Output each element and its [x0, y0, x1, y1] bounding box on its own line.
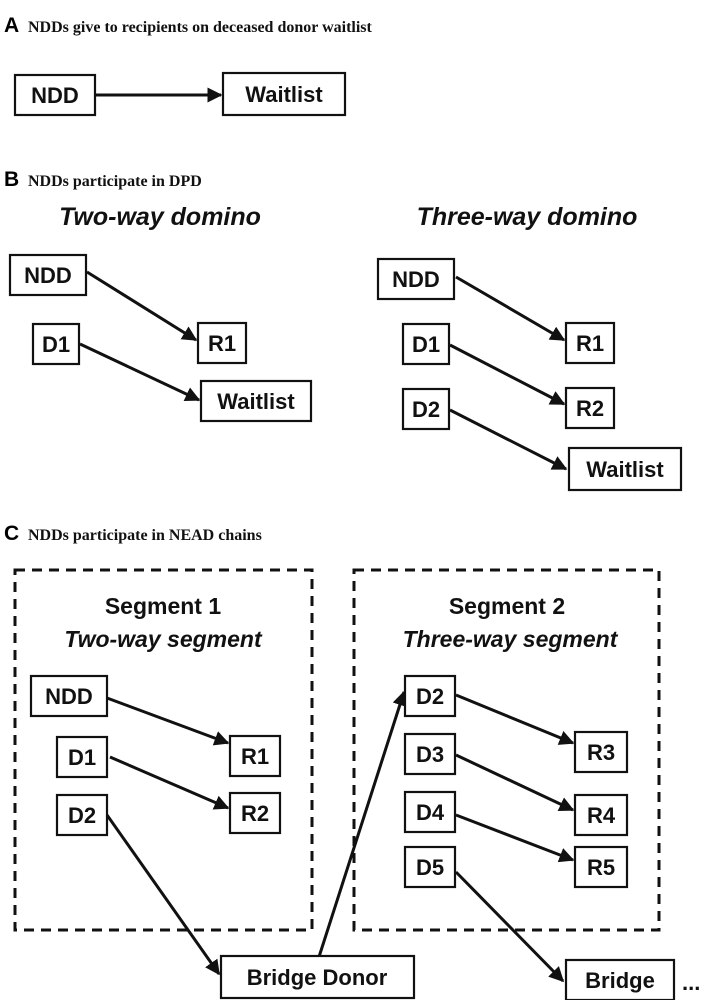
node-c1-r2: R2 — [228, 791, 282, 835]
svg-text:NDD: NDD — [31, 83, 79, 108]
arrow-d3-to-r4 — [455, 753, 575, 812]
svg-text:D2: D2 — [412, 397, 440, 422]
chain-continues-ellipsis: ... — [682, 970, 700, 995]
arrow-d2-to-waitlist — [449, 408, 568, 471]
svg-text:D2: D2 — [68, 803, 96, 828]
arrow-ndd-to-r1 — [86, 270, 198, 342]
node-c1-d1: D1 — [55, 735, 109, 779]
node-b2-d1: D1 — [31, 322, 81, 366]
svg-text:D1: D1 — [68, 745, 96, 770]
node-c2-r5: R5 — [573, 845, 629, 889]
svg-text:R3: R3 — [587, 740, 615, 765]
node-b2-waitlist: Waitlist — [199, 379, 313, 423]
two-way-domino: Two-way domino NDD D1 R1 Waitlist — [8, 203, 313, 423]
segment-1-subtitle: Two-way segment — [64, 626, 263, 652]
node-b3-r2: R2 — [564, 386, 616, 430]
panel-a-title: NDDs give to recipients on deceased dono… — [28, 19, 373, 36]
arrow-bridge-donor-to-d2 — [316, 690, 408, 961]
svg-text:R2: R2 — [576, 396, 604, 421]
node-c2-d2: D2 — [403, 674, 457, 718]
svg-text:R2: R2 — [241, 801, 269, 826]
svg-text:D1: D1 — [412, 332, 440, 357]
arrow-d2-to-r3 — [455, 693, 575, 745]
arrow-d4-to-r5 — [455, 813, 575, 863]
segment-2-box — [352, 568, 661, 932]
svg-text:Waitlist: Waitlist — [586, 457, 664, 482]
node-c2-r4: R4 — [573, 793, 629, 837]
panel-b-letter: B — [4, 168, 19, 191]
svg-text:D1: D1 — [42, 332, 70, 357]
svg-text:D2: D2 — [416, 684, 444, 709]
node-b3-ndd: NDD — [376, 257, 456, 301]
arrow-ndd-to-r1-three — [455, 275, 566, 342]
node-a-waitlist: Waitlist — [221, 71, 347, 117]
node-b3-r1: R1 — [564, 321, 616, 365]
svg-text:R1: R1 — [208, 331, 236, 356]
segment-2: Segment 2 Three-way segment — [352, 568, 661, 932]
svg-text:NDD: NDD — [392, 267, 440, 292]
svg-text:Waitlist: Waitlist — [217, 389, 295, 414]
svg-text:Waitlist: Waitlist — [245, 82, 323, 107]
svg-text:D4: D4 — [416, 800, 445, 825]
arrow-ndd-to-r1-seg1 — [106, 696, 230, 746]
segment-1-box — [13, 568, 314, 932]
segment-1: Segment 1 Two-way segment — [13, 568, 314, 932]
svg-text:Bridge: Bridge — [585, 968, 655, 993]
three-way-heading: Three-way domino — [417, 203, 638, 231]
node-a-ndd: NDD — [13, 73, 97, 117]
svg-text:NDD: NDD — [45, 684, 93, 709]
panel-b-title: NDDs participate in DPD — [28, 173, 202, 190]
arrow-d1-to-waitlist — [79, 342, 201, 402]
node-bridge: Bridge — [564, 958, 676, 1000]
node-c2-r3: R3 — [573, 730, 629, 774]
svg-text:NDD: NDD — [24, 263, 72, 288]
node-b3-waitlist: Waitlist — [567, 446, 683, 492]
panel-c-letter: C — [4, 522, 19, 545]
node-c2-d4: D4 — [403, 790, 457, 834]
svg-text:D5: D5 — [416, 855, 444, 880]
two-way-heading: Two-way domino — [59, 203, 261, 231]
node-c2-d5: D5 — [403, 845, 457, 889]
svg-text:R1: R1 — [241, 744, 269, 769]
node-c1-d2: D2 — [55, 793, 109, 837]
svg-text:D3: D3 — [416, 742, 444, 767]
three-way-domino: Three-way domino NDD D1 D2 R1 — [376, 203, 683, 492]
panel-a: A NDDs give to recipients on deceased do… — [4, 14, 373, 117]
arrow-d5-to-bridge — [454, 870, 565, 983]
svg-text:R4: R4 — [587, 803, 616, 828]
node-bridge-donor: Bridge Donor — [219, 954, 416, 1000]
node-b2-r1: R1 — [196, 321, 248, 365]
svg-text:Bridge Donor: Bridge Donor — [247, 965, 388, 990]
panel-b: B NDDs participate in DPD Two-way domino… — [4, 168, 683, 492]
arrow-d1-to-r2 — [449, 343, 566, 406]
panel-c-title: NDDs participate in NEAD chains — [28, 527, 262, 544]
segment-2-subtitle: Three-way segment — [403, 626, 619, 652]
node-c2-d3: D3 — [403, 732, 457, 776]
arrow-d2-to-bridge-donor — [105, 814, 221, 976]
panel-a-letter: A — [4, 14, 19, 37]
node-c1-r1: R1 — [228, 734, 282, 778]
node-b2-ndd: NDD — [8, 253, 88, 297]
arrow-d1-to-r2-seg1 — [109, 755, 230, 810]
node-b3-d1: D1 — [401, 322, 451, 366]
svg-text:R5: R5 — [587, 855, 615, 880]
svg-text:R1: R1 — [576, 331, 604, 356]
node-b3-d2: D2 — [401, 387, 451, 431]
panel-c: C NDDs participate in NEAD chains Segmen… — [4, 522, 700, 1000]
segment-2-title: Segment 2 — [449, 593, 565, 619]
segment-1-title: Segment 1 — [105, 593, 222, 619]
node-c1-ndd: NDD — [29, 674, 109, 718]
